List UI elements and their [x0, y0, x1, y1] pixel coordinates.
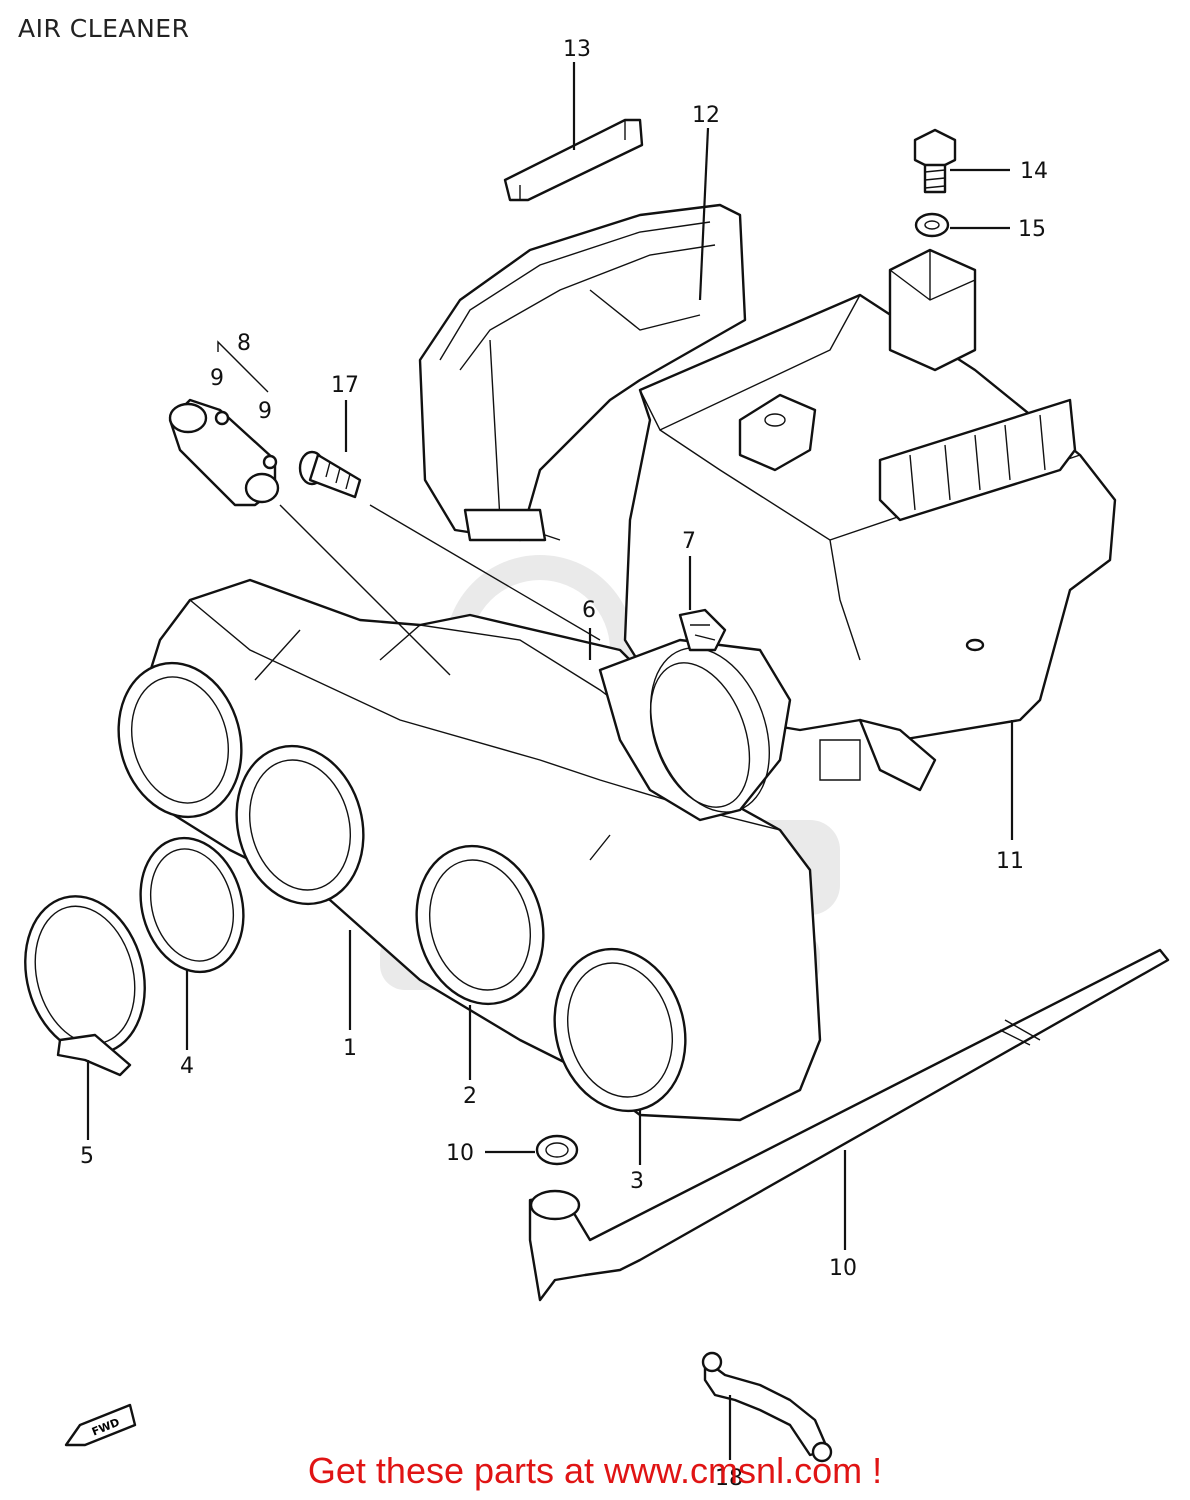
callout-15: 14	[1020, 159, 1048, 184]
callout-12: 11	[996, 849, 1024, 874]
callout-11: 10	[446, 1141, 474, 1166]
fitting-part-8	[168, 398, 280, 507]
callout-8: 8	[237, 331, 251, 356]
callout-1: 1	[343, 1036, 357, 1061]
air-cleaner-element-part	[418, 203, 747, 542]
washer-part-16	[914, 212, 950, 238]
callout-5: 5	[80, 1144, 94, 1169]
callout-2: 2	[463, 1084, 477, 1109]
callout-7: 7	[682, 529, 696, 554]
callout-6: 6	[582, 598, 596, 623]
footer-link-text[interactable]: Get these parts at www.cmsnl.com !	[307, 1450, 883, 1491]
fwd-arrow-icon: FWD	[64, 1403, 137, 1447]
callout-9-right: 9	[258, 399, 272, 424]
joint-boot-part	[598, 638, 792, 822]
ring-part-4	[139, 836, 245, 974]
callout-10: 10	[829, 1256, 857, 1281]
callout-4: 4	[180, 1054, 194, 1079]
callout-13: 12	[692, 103, 720, 128]
callout-16: 15	[1018, 217, 1046, 242]
leader-lines	[86, 62, 1014, 1460]
callout-3: 3	[630, 1169, 644, 1194]
inlet-rings	[117, 661, 687, 1113]
hose-clamp-part-5	[24, 895, 146, 1077]
drain-hose-part-10	[528, 948, 1170, 1302]
holder-part-18	[701, 1351, 833, 1463]
page-title: AIR CLEANER	[18, 14, 190, 43]
clip-part-11	[535, 1134, 579, 1166]
screw-part-17	[298, 450, 362, 499]
callout-18: 18	[715, 1466, 743, 1491]
callout-14: 13	[563, 37, 591, 62]
bracket-part-14	[503, 118, 644, 202]
callout-9-left: 9	[210, 366, 224, 391]
bolt-part-15	[913, 128, 957, 194]
clamp-part-7	[678, 608, 727, 652]
air-cleaner-case-part	[623, 248, 1117, 792]
callout-labels: 13 12 14 15 8 9 9 17 7 6 11 1 4 5 2 10 3…	[80, 37, 1048, 1491]
callout-17: 17	[331, 373, 359, 398]
